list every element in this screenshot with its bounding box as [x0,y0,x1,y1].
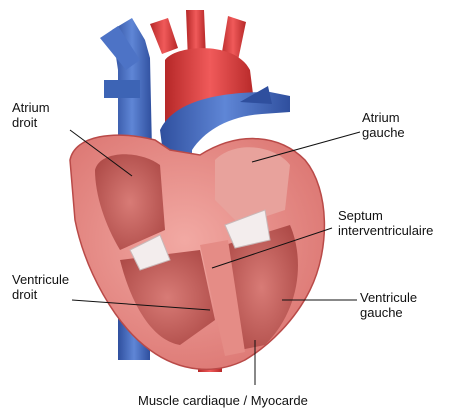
label-left-ventricle-line2: gauche [360,305,417,320]
label-muscle-text: Muscle cardiaque / Myocarde [138,393,308,408]
label-right-atrium: Atrium droit [12,100,50,130]
label-right-atrium-line2: droit [12,115,50,130]
label-muscle: Muscle cardiaque / Myocarde [138,393,308,408]
label-left-atrium: Atrium gauche [362,110,405,140]
label-septum: Septum interventriculaire [338,208,433,238]
label-left-atrium-line2: gauche [362,125,405,140]
label-septum-line1: Septum [338,208,433,223]
label-right-ventricle: Ventricule droit [12,272,69,302]
label-left-ventricle: Ventricule gauche [360,290,417,320]
label-left-atrium-line1: Atrium [362,110,405,125]
label-right-ventricle-line2: droit [12,287,69,302]
label-septum-line2: interventriculaire [338,223,433,238]
label-right-atrium-line1: Atrium [12,100,50,115]
superior-vena-cava [100,18,152,150]
label-left-ventricle-line1: Ventricule [360,290,417,305]
label-right-ventricle-line1: Ventricule [12,272,69,287]
